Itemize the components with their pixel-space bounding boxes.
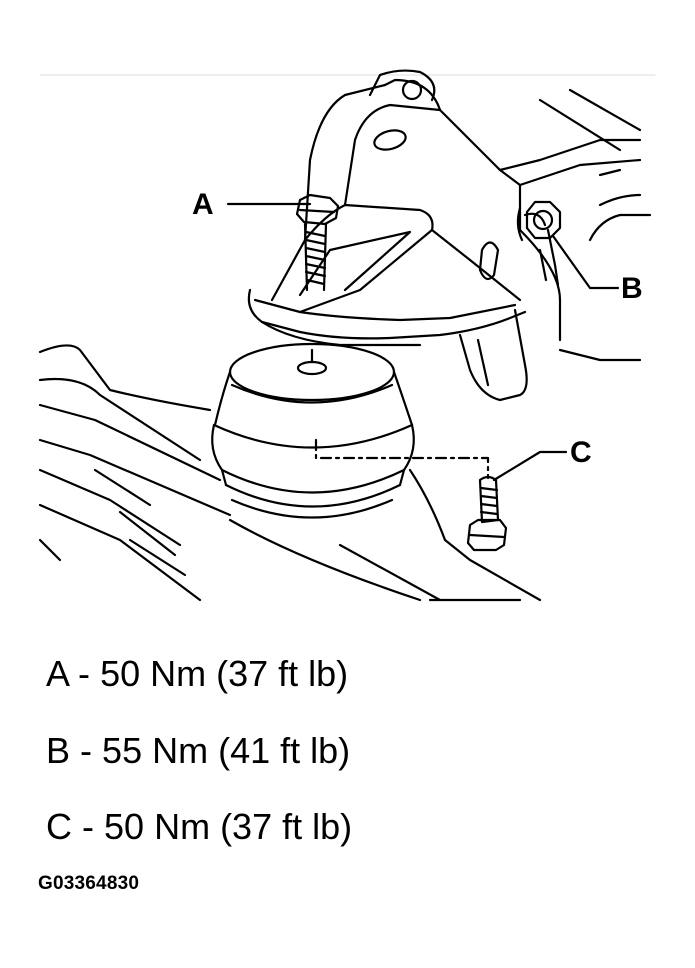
- mount-bracket: [247, 69, 528, 402]
- torque-spec-c: C - 50 Nm (37 ft lb): [46, 807, 352, 847]
- frame-rail: [498, 88, 652, 362]
- callout-label-a: A: [192, 188, 214, 221]
- bolt-b: [516, 200, 562, 242]
- subframe: [38, 344, 542, 602]
- rubber-mount: [211, 342, 415, 519]
- torque-spec-b: B - 55 Nm (41 ft lb): [46, 731, 350, 771]
- spec-value: 55 Nm (41 ft lb): [102, 730, 351, 771]
- spec-letter: A: [46, 653, 69, 694]
- spec-value: 50 Nm (37 ft lb): [100, 653, 349, 694]
- bolt-c: [466, 475, 508, 552]
- callout-label-b: B: [621, 272, 643, 305]
- alignment-line: [314, 438, 490, 480]
- spec-letter: C: [46, 806, 72, 847]
- bolt-a: [295, 193, 340, 292]
- leader-b: [551, 234, 620, 290]
- spec-separator: -: [78, 653, 91, 694]
- spec-separator: -: [80, 730, 93, 771]
- callout-label-c: C: [570, 436, 592, 469]
- spec-value: 50 Nm (37 ft lb): [104, 806, 353, 847]
- spec-separator: -: [82, 806, 95, 847]
- leader-c: [492, 450, 568, 482]
- torque-spec-a: A - 50 Nm (37 ft lb): [46, 654, 348, 694]
- spec-letter: B: [46, 730, 71, 771]
- figure-id: G03364830: [38, 873, 140, 894]
- engine-mount-diagram: A B C: [38, 69, 656, 602]
